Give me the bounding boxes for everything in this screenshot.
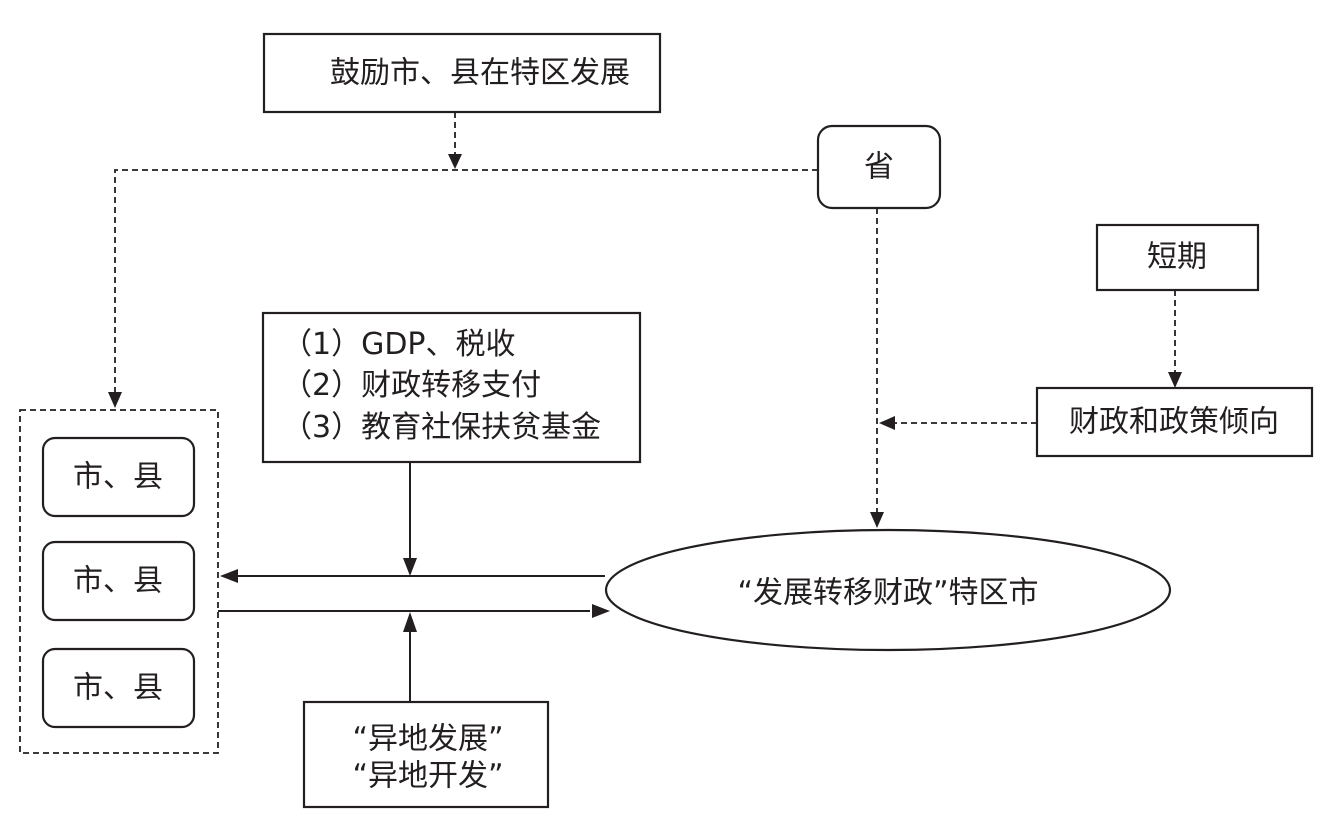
indicator-line-2: （2）财政转移支付 bbox=[282, 368, 541, 403]
special-zone-node bbox=[604, 528, 1172, 652]
arrowhead-special-zone bbox=[870, 512, 884, 528]
arrowhead-top-box bbox=[448, 154, 462, 169]
indicator-line-1: （1）GDP、税收 bbox=[282, 327, 516, 362]
city-box-1 bbox=[41, 436, 196, 518]
dash-province-to-cities bbox=[114, 169, 818, 394]
encourage-label: 鼓励市、县在特区发展 bbox=[330, 56, 630, 91]
cities-group bbox=[19, 409, 219, 754]
short-term-box bbox=[1095, 223, 1260, 292]
city-label-1: 市、县 bbox=[73, 460, 163, 495]
arrowhead-fiscal-policy bbox=[1168, 372, 1182, 388]
offsite-box bbox=[302, 700, 550, 809]
offsite-line-2: “异地开发” bbox=[352, 759, 503, 794]
arrowhead-indicators bbox=[403, 558, 417, 576]
city-label-3: 市、县 bbox=[73, 671, 163, 706]
arrowhead-offsite bbox=[403, 612, 417, 632]
city-box-3 bbox=[41, 647, 196, 729]
indicators-box bbox=[261, 311, 642, 464]
city-box-2 bbox=[41, 540, 196, 622]
indicator-line-3: （3）教育社保扶贫基金 bbox=[282, 410, 601, 445]
arrowhead-zone bbox=[592, 604, 610, 618]
city-label-2: 市、县 bbox=[73, 564, 163, 599]
encourage-box bbox=[262, 32, 662, 114]
province-label: 省 bbox=[864, 150, 894, 185]
arrowhead-cities-group bbox=[108, 392, 122, 408]
special-zone-label: “发展转移财政”特区市 bbox=[737, 576, 1038, 611]
province-node bbox=[816, 124, 942, 210]
fiscal-policy-label: 财政和政策倾向 bbox=[1069, 405, 1279, 440]
fiscal-policy-box bbox=[1035, 386, 1314, 458]
arrowhead-fiscal-to-line bbox=[879, 416, 895, 430]
short-term-label: 短期 bbox=[1147, 240, 1207, 275]
offsite-line-1: “异地发展” bbox=[352, 722, 503, 757]
arrowhead-cities bbox=[220, 569, 238, 583]
